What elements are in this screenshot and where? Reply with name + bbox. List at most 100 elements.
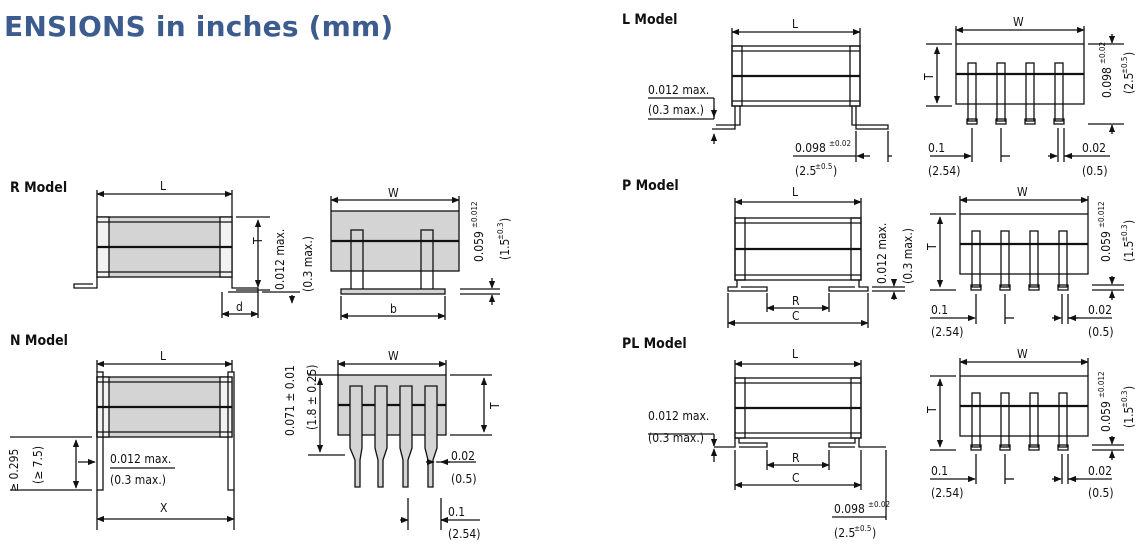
p-side-view xyxy=(727,198,905,328)
n-height-in: 0.071 ± 0.01 xyxy=(283,365,297,436)
n-height-mm: (1.8 ± 0.25) xyxy=(305,364,319,430)
l-h098-vert: 0.098 ±0.02 xyxy=(1098,42,1114,98)
svg-text:±0.02: ±0.02 xyxy=(829,139,851,148)
p-gap-in: 0.02 xyxy=(1088,303,1112,317)
n-dim-X: X xyxy=(160,501,168,515)
r-h059: 0.059 ±0.012 xyxy=(470,201,486,262)
n-len-mm: (≥ 7.5) xyxy=(31,446,45,484)
svg-text:±0.02: ±0.02 xyxy=(1098,42,1107,64)
pl-h098-mm: (2.5 ±0.5 ) xyxy=(834,524,876,540)
p-front-view xyxy=(930,196,1124,324)
pl-dim-W: W xyxy=(1017,347,1028,361)
svg-text:): ) xyxy=(833,164,837,178)
l-front-view xyxy=(926,26,1124,162)
svg-text:0.098: 0.098 xyxy=(1100,67,1114,98)
pl-pitch-in: 0.1 xyxy=(931,464,948,478)
pl-gap-in: 0.02 xyxy=(1088,464,1112,478)
l-max-mm: (0.3 max.) xyxy=(648,103,704,117)
r-dim-b: b xyxy=(390,302,397,316)
p-h059: 0.059 ±0.012 xyxy=(1097,201,1113,262)
svg-text:(2.5: (2.5 xyxy=(1122,73,1136,94)
p-pitch-in: 0.1 xyxy=(931,303,948,317)
pl-dim-C: C xyxy=(792,471,800,485)
p-mm15: (1.5 ±0.3 ) xyxy=(1120,220,1136,262)
l-dim-W: W xyxy=(1013,15,1024,29)
n-model-drawing: N Model L ≥ 0.295 (≥ 7.5) 0.012 max. (0.… xyxy=(7,333,502,541)
svg-text:): ) xyxy=(872,526,876,540)
n-len-in: ≥ 0.295 xyxy=(7,449,21,492)
p-dim-W: W xyxy=(1017,185,1028,199)
r-dim-L: L xyxy=(160,179,166,193)
svg-text:±0.3: ±0.3 xyxy=(1120,391,1129,408)
n-pitch-in: 0.1 xyxy=(448,505,465,519)
svg-text:(2.5: (2.5 xyxy=(795,164,816,178)
pl-dim-T: T xyxy=(925,406,939,414)
r-max-mm: (0.3 max.) xyxy=(301,236,315,292)
pl-model-drawing: PL Model L 0.012 max. (0.3 max.) R xyxy=(622,336,1136,540)
l-h098-in: 0.098 ±0.02 xyxy=(795,139,851,155)
pl-dim-L: L xyxy=(792,347,798,361)
svg-text:0.098: 0.098 xyxy=(795,141,826,155)
p-model-label: P Model xyxy=(622,178,679,194)
svg-text:): ) xyxy=(1122,386,1136,390)
p-model-drawing: P Model L R C 0.012 max. (0.3 max.) xyxy=(622,178,1136,339)
p-dim-R: R xyxy=(792,294,800,308)
n-max-in: 0.012 max. xyxy=(110,452,171,466)
pl-mm15: (1.5 ±0.3 ) xyxy=(1120,386,1136,428)
l-pitch-in: 0.1 xyxy=(928,141,945,155)
p-dim-L: L xyxy=(792,185,798,199)
page-title: ENSIONS in inches (mm) xyxy=(4,10,394,43)
pl-front-view xyxy=(930,358,1124,484)
l-dim-L: L xyxy=(792,17,798,31)
n-front-view xyxy=(308,360,492,530)
l-h098-mm: (2.5 ±0.5 ) xyxy=(795,162,837,178)
l-dim-T: T xyxy=(922,73,936,81)
pl-max-in: 0.012 max. xyxy=(648,409,709,423)
svg-text:±0.5: ±0.5 xyxy=(815,162,832,171)
l-gap-in: 0.02 xyxy=(1082,141,1106,155)
pl-gap-mm: (0.5) xyxy=(1088,486,1114,500)
n-model-label: N Model xyxy=(10,333,68,349)
l-max-in: 0.012 max. xyxy=(648,83,709,97)
r-mm15: (1.5 ±0.3 ) xyxy=(496,218,512,260)
pl-h098-in: 0.098 ±0.02 xyxy=(834,500,890,516)
r-side-view xyxy=(73,190,300,318)
svg-text:(1.5: (1.5 xyxy=(498,239,512,260)
svg-text:±0.012: ±0.012 xyxy=(1097,201,1106,228)
svg-text:(2.5: (2.5 xyxy=(834,526,855,540)
svg-text:±0.5: ±0.5 xyxy=(854,524,871,533)
svg-text:(1.5: (1.5 xyxy=(1122,407,1136,428)
pl-max-mm: (0.3 max.) xyxy=(648,431,704,445)
r-front-view xyxy=(330,196,500,320)
pl-pitch-mm: (2.54) xyxy=(931,486,963,500)
svg-text:±0.5: ±0.5 xyxy=(1120,57,1129,74)
p-max-in: 0.012 max. xyxy=(875,223,889,284)
n-max-mm: (0.3 max.) xyxy=(110,473,166,487)
l-model-label: L Model xyxy=(622,12,677,28)
svg-text:±0.012: ±0.012 xyxy=(1097,371,1106,398)
r-model-label: R Model xyxy=(10,180,67,196)
n-side-view xyxy=(10,360,235,530)
l-side-view xyxy=(648,28,892,162)
l-pitch-mm: (2.54) xyxy=(928,164,960,178)
l-gap-mm: (0.5) xyxy=(1082,164,1108,178)
svg-text:±0.012: ±0.012 xyxy=(470,201,479,228)
pl-side-view xyxy=(648,360,887,520)
pl-model-label: PL Model xyxy=(622,336,687,352)
r-dim-W: W xyxy=(388,186,399,200)
p-pitch-mm: (2.54) xyxy=(931,325,963,339)
svg-text:0.059: 0.059 xyxy=(1099,401,1113,432)
svg-text:0.059: 0.059 xyxy=(1099,231,1113,262)
l-mm25-vert: (2.5 ±0.5 ) xyxy=(1120,52,1136,94)
svg-text:): ) xyxy=(498,218,512,222)
l-model-drawing: L Model L 0.012 max. (0.3 max.) 0. xyxy=(622,12,1136,178)
n-gap-in: 0.02 xyxy=(451,449,475,463)
svg-text:): ) xyxy=(1122,220,1136,224)
r-dim-d: d xyxy=(236,300,243,314)
n-pitch-mm: (2.54) xyxy=(448,527,480,541)
pl-dim-R: R xyxy=(792,451,800,465)
pl-h059: 0.059 ±0.012 xyxy=(1097,371,1113,432)
svg-text:±0.3: ±0.3 xyxy=(1120,225,1129,242)
n-dim-T: T xyxy=(488,402,502,410)
